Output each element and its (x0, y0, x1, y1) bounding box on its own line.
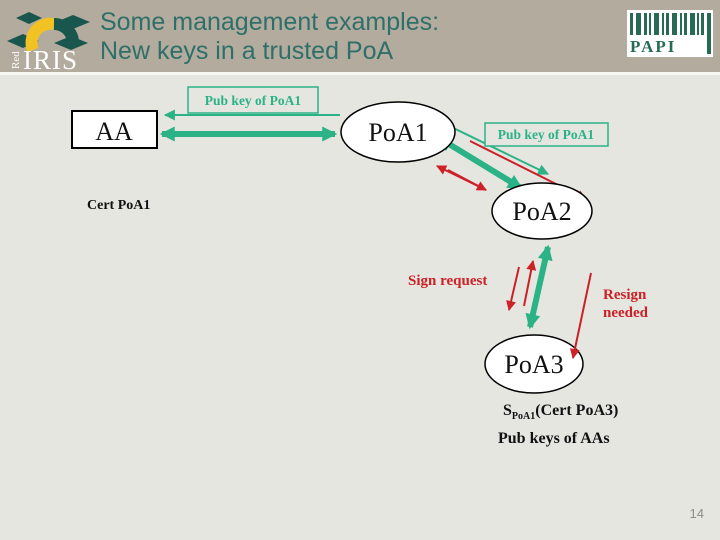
arrow-red-poa1-to-poa2-reply (447, 169, 487, 191)
management-diagram: Pub key of PoA1 Pub key of PoA1 AA PoA1 … (71, 86, 649, 447)
papi-logo-icon: PAPI (627, 10, 713, 57)
callout-pubkey-left: Pub key of PoA1 (187, 86, 319, 114)
slide-title: Some management examples: New keys in a … (100, 8, 439, 66)
arrow-resign-needed (569, 272, 592, 359)
rediris-arch-icon (25, 17, 79, 53)
callout-pubkey-right-label: Pub key of PoA1 (498, 127, 595, 142)
node-poa3: PoA3 (484, 334, 584, 394)
signature-label: SPoA1(Cert PoA3) (503, 402, 618, 422)
node-poa1: PoA1 (340, 101, 456, 163)
callout-pubkey-right: Pub key of PoA1 (484, 122, 609, 147)
slide-title-line1: Some management examples: (100, 8, 440, 36)
resign-needed-label-line2: needed (603, 305, 649, 321)
pub-keys-aas-label: Pub keys of AAs (498, 430, 610, 447)
arrow-sign-request-down (506, 266, 520, 311)
callout-pubkey-left-label: Pub key of PoA1 (205, 93, 302, 108)
resign-needed-label-line1: Resign (603, 287, 647, 303)
arrow-sign-request-up (523, 260, 537, 307)
slide-header: Red IRIS Some management examples: New k… (0, 0, 720, 75)
node-poa1-label: PoA1 (368, 118, 427, 147)
page-number: 14 (689, 506, 704, 521)
signature-subscript: PoA1 (512, 411, 535, 422)
node-poa3-label: PoA3 (504, 350, 563, 379)
signature-rest: (Cert PoA3) (535, 402, 618, 419)
node-poa2-label: PoA2 (512, 197, 571, 226)
papi-logo-text: PAPI (630, 37, 676, 56)
signature-s: S (503, 402, 512, 419)
arrow-poa2-poa3-exchange (525, 244, 553, 330)
slide-title-line2: New keys in a trusted PoA (100, 37, 394, 65)
cert-poa1-label: Cert PoA1 (87, 198, 150, 213)
node-aa-label: AA (95, 117, 133, 146)
arrow-poa1-poa2-exchange (437, 135, 523, 191)
rediris-main-text: IRIS (23, 45, 78, 71)
rediris-logo-icon: Red IRIS (7, 12, 90, 71)
papi-barcode-bars-icon (630, 13, 711, 54)
sign-request-label: Sign request (408, 273, 487, 289)
node-poa2: PoA2 (491, 182, 593, 240)
rediris-vertical-text: Red (10, 51, 22, 69)
node-aa: AA (71, 110, 158, 149)
